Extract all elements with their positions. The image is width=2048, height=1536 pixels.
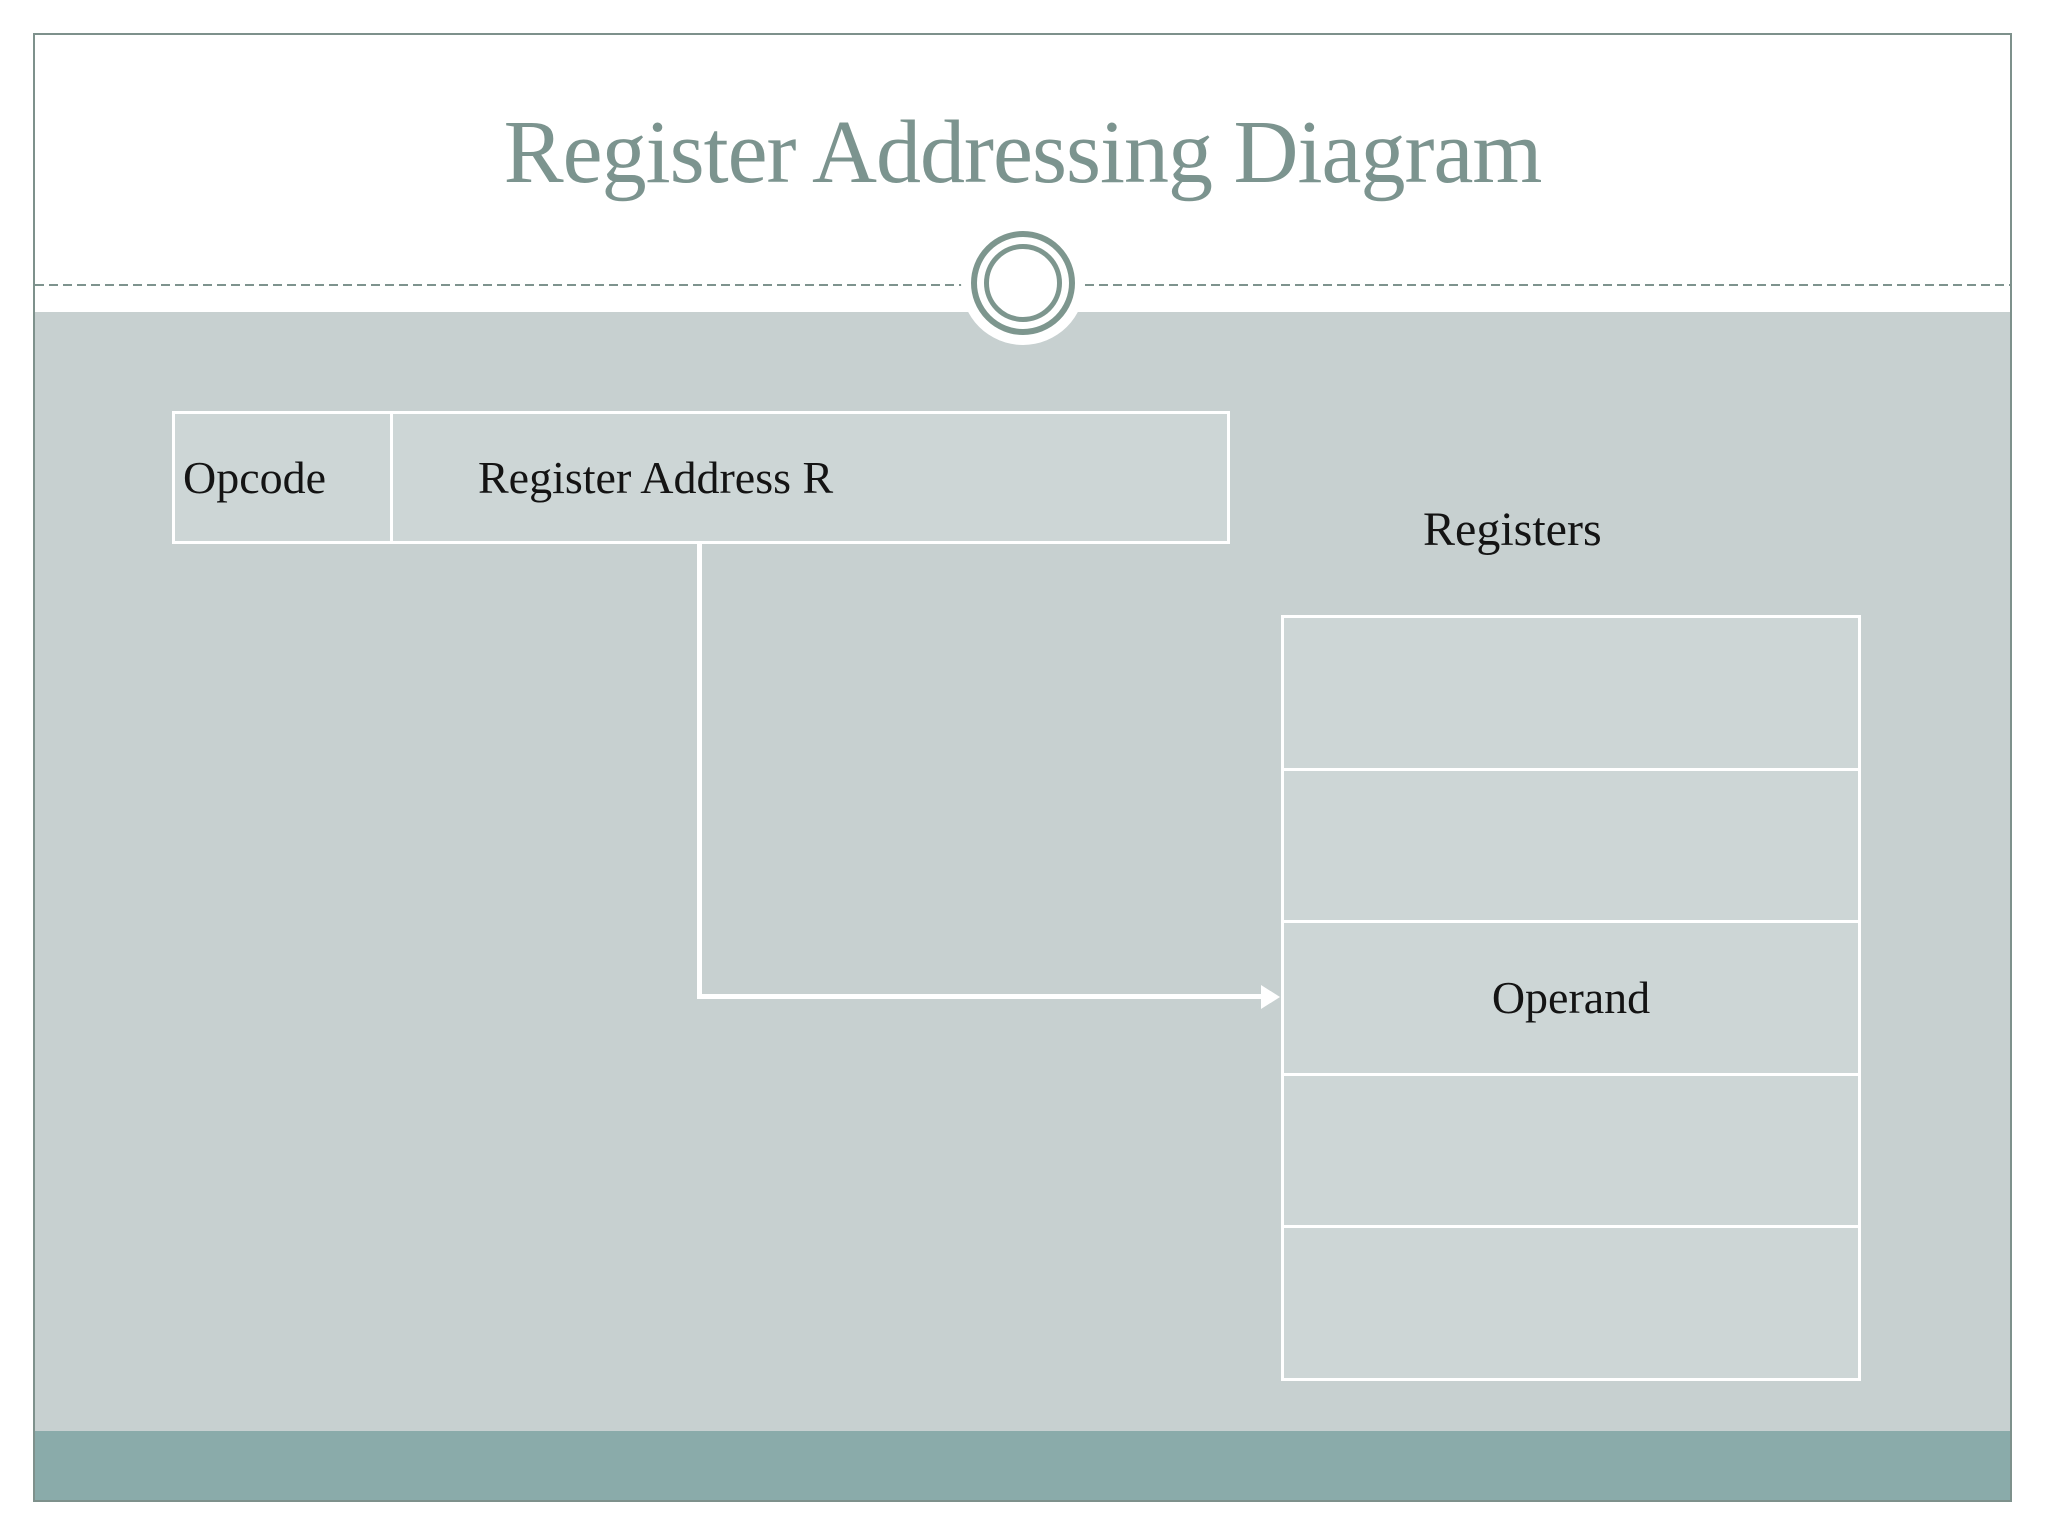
registers-table: Operand — [1281, 615, 1861, 1381]
register-row — [1284, 771, 1858, 924]
register-row — [1284, 1228, 1858, 1378]
register-address-cell: Register Address R — [393, 414, 1227, 541]
address-pointer-arrowhead-icon — [1261, 985, 1280, 1009]
address-pointer-arrow-vertical — [697, 544, 702, 999]
instruction-word-box: Opcode Register Address R — [172, 411, 1230, 544]
address-pointer-arrow-horizontal — [697, 994, 1261, 999]
register-row-operand: Operand — [1284, 923, 1858, 1076]
opcode-cell: Opcode — [175, 414, 393, 541]
double-circle-ornament-icon — [971, 231, 1075, 335]
slide-frame: Register Addressing Diagram Opcode Regis… — [33, 33, 2012, 1502]
slide-title: Register Addressing Diagram — [503, 103, 1543, 202]
opcode-label: Opcode — [183, 452, 327, 503]
double-circle-ornament-inner-icon — [984, 244, 1062, 322]
register-row — [1284, 1076, 1858, 1229]
registers-label: Registers — [1423, 503, 1602, 556]
register-row — [1284, 618, 1858, 771]
footer-bar — [35, 1431, 2010, 1500]
slide-content: Register Addressing Diagram Opcode Regis… — [35, 35, 2010, 1500]
register-address-label: Register Address R — [478, 452, 834, 503]
